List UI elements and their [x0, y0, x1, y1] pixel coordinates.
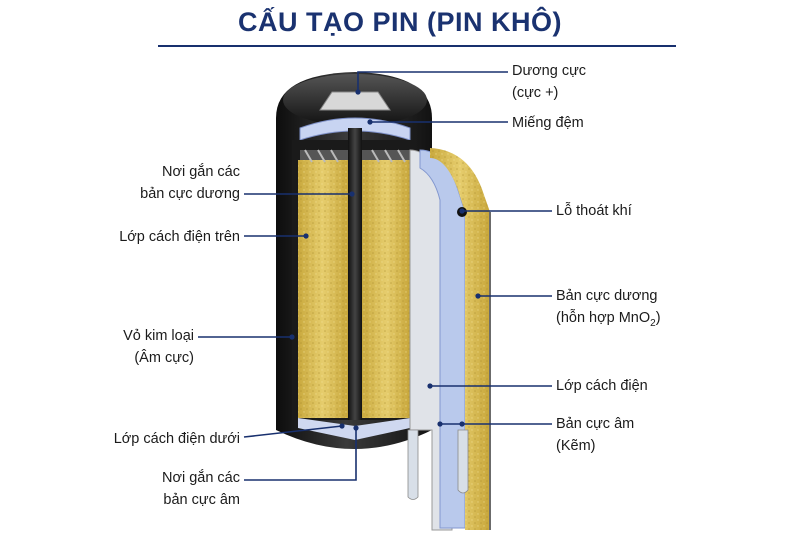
leader-negative-collector-dot	[353, 425, 358, 430]
label-gasket: Miếng đệm	[512, 112, 584, 134]
label-vent: Lỗ thoát khí	[556, 200, 632, 222]
label-bottom-insulator: Lớp cách điện dưới	[114, 428, 240, 450]
label-separator: Lớp cách điện	[556, 375, 648, 397]
lower-strip-2	[458, 430, 468, 493]
leader-bottom-insulator-dot	[339, 423, 344, 428]
label-positive-collector: Nơi gắn các bản cực dương	[140, 161, 240, 205]
leader-separator-dot	[427, 383, 432, 388]
carbon-rod	[348, 128, 362, 420]
leader-positive-collector-dot	[349, 191, 354, 196]
label-top-insulator: Lớp cách điện trên	[119, 226, 240, 248]
label-metal-casing: Vỏ kim loại (Âm cực)	[123, 325, 194, 369]
label-positive-terminal: Dương cực (cực +)	[512, 60, 586, 104]
label-negative-collector: Nơi gắn các bản cực âm	[162, 467, 240, 511]
leader-gasket-dot	[367, 119, 372, 124]
leader-positive-terminal-dot	[355, 89, 360, 94]
leader-anode-2-dot	[437, 421, 442, 426]
leader-vent-dot	[459, 208, 464, 213]
leader-top-insulator-dot	[303, 233, 308, 238]
leader-cathode-dot	[475, 293, 480, 298]
lower-strip-1	[408, 430, 418, 500]
positive-terminal	[320, 92, 390, 110]
leader-metal-casing-dot	[289, 334, 294, 339]
label-anode: Bản cực âm (Kẽm)	[556, 413, 634, 457]
label-cathode: Bản cực dương (hỗn hợp MnO2)	[556, 285, 661, 335]
